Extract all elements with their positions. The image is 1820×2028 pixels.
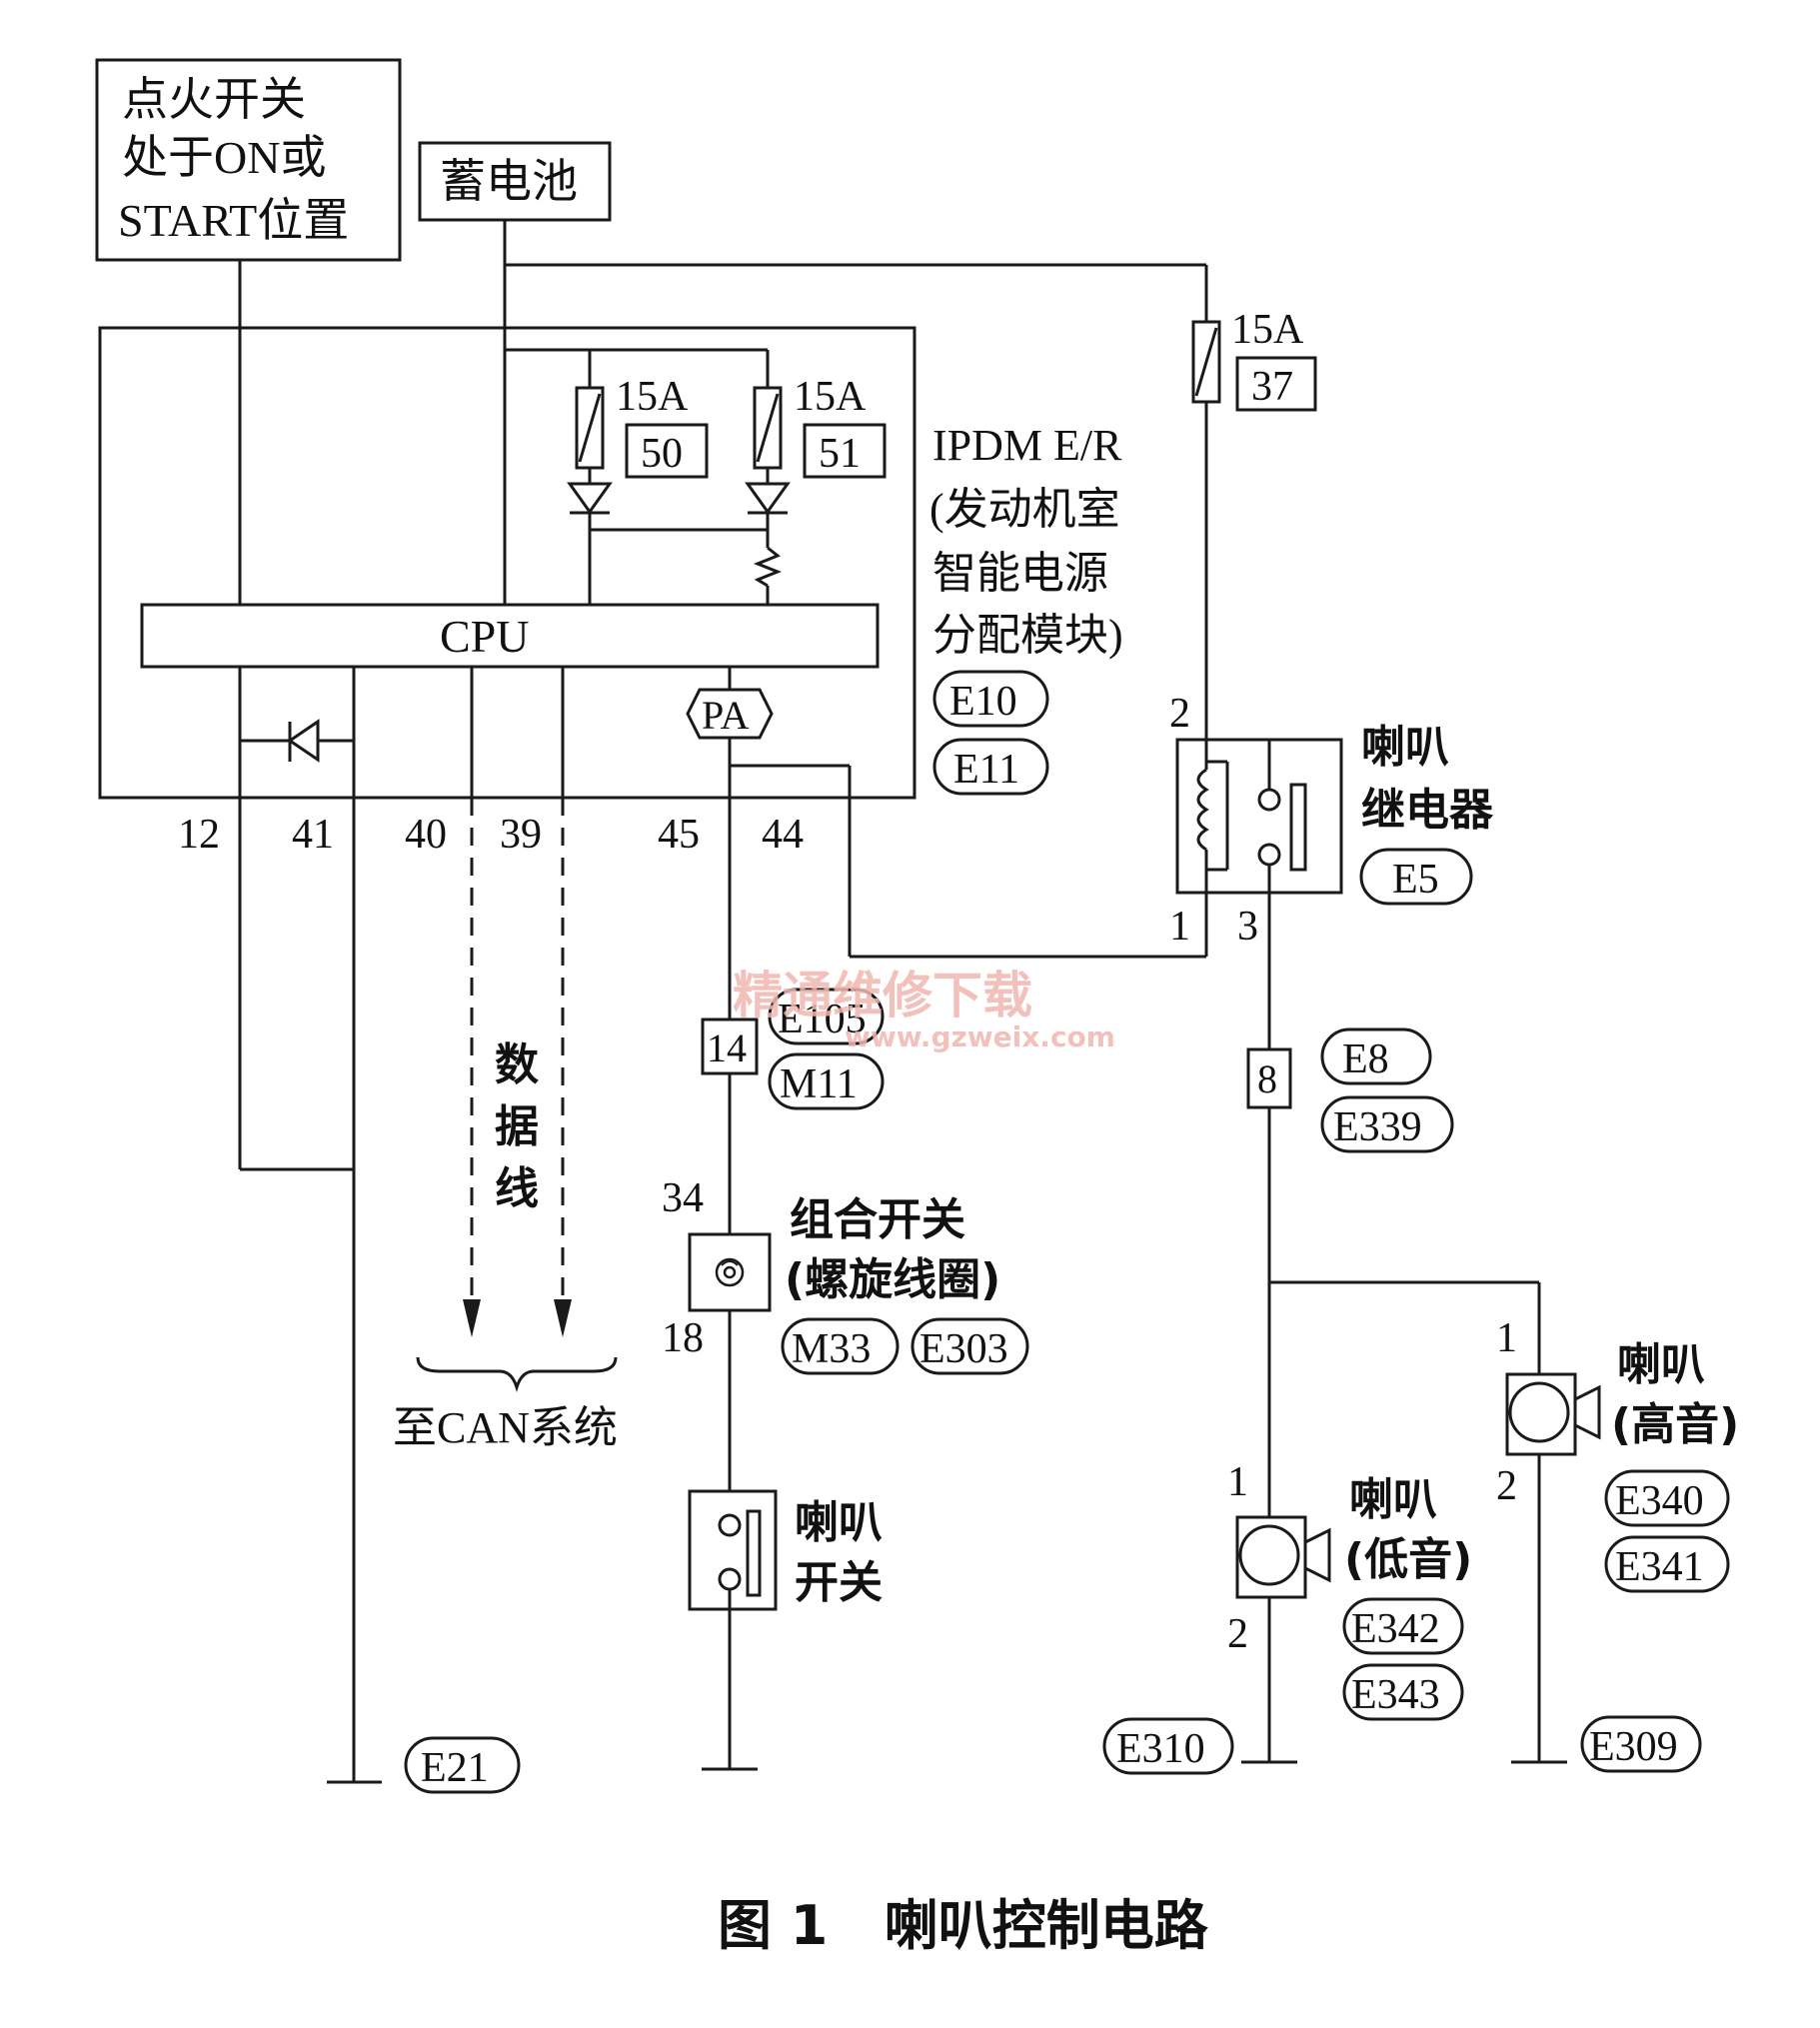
ground-e309-label: E309: [1589, 1724, 1678, 1770]
ipdm-conn-1: E10: [949, 679, 1017, 725]
figure-caption: 图 1 喇叭控制电路: [718, 1894, 1209, 1957]
horn-switch: 喇叭 开关: [688, 1489, 883, 1611]
ground-e310-label: E310: [1116, 1726, 1205, 1772]
ipdm-desc-1: (发动机室: [929, 485, 1120, 534]
horn-switch-label-1: 喇叭: [795, 1497, 883, 1548]
horn-high-label-1: 喇叭: [1617, 1339, 1705, 1390]
horn-relay: 喇叭 继电器 E5: [1175, 722, 1494, 906]
battery-label: 蓄电池: [440, 156, 578, 207]
fuse-51-number: 51: [819, 431, 861, 477]
watermark-cn: 精通维修下载: [733, 967, 1032, 1024]
watermark: 精通维修下载 www.gzweix.com: [733, 967, 1115, 1053]
relay-pin-2: 2: [1169, 691, 1190, 737]
ground-e309: E309: [1511, 1715, 1702, 1773]
pin-18: 18: [662, 1315, 704, 1361]
horn-high-conn-1: E340: [1615, 1478, 1704, 1524]
fuse-50-rating: 15A: [616, 374, 689, 420]
ipdm-label: IPDM E/R (发动机室 智能电源 分配模块) E10 E11: [929, 421, 1123, 796]
fuse-37-number: 37: [1251, 364, 1293, 410]
ipdm-desc-2: 智能电源: [932, 549, 1108, 598]
junction-14-number: 14: [707, 1025, 747, 1070]
cpu-label: CPU: [440, 611, 529, 662]
horn-switch-label-2: 开关: [795, 1557, 883, 1608]
combo-switch-conn-1: M33: [792, 1326, 871, 1372]
ipdm-conn-2: E11: [953, 747, 1019, 793]
data-line-char-1: 数: [495, 1039, 539, 1090]
ignition-label-line1: 点火开关: [122, 74, 306, 125]
relay-conn: E5: [1392, 857, 1439, 903]
horn-high: 喇叭 (高音) E340 E341: [1505, 1339, 1739, 1593]
can-data-lines: 数 据 线 至CAN系统: [393, 798, 618, 1452]
fuse-50-number: 50: [641, 431, 683, 477]
diode-right: [745, 482, 791, 515]
ipdm-desc-3: 分配模块): [932, 611, 1123, 660]
high-horn-pin-2: 2: [1496, 1463, 1517, 1509]
pin-34: 34: [662, 1175, 704, 1221]
ignition-label-line3: START位置: [118, 195, 349, 246]
pin-40: 40: [405, 812, 447, 858]
relay-title-1: 喇叭: [1361, 722, 1449, 773]
pin-41: 41: [292, 812, 334, 858]
relay-title-2: 继电器: [1361, 785, 1494, 836]
ipdm-module: 15A 50 15A 51: [98, 220, 916, 800]
combo-switch-conn-2: E303: [919, 1326, 1008, 1372]
low-horn-pin-2: 2: [1227, 1611, 1248, 1657]
horn-high-conn-2: E341: [1615, 1544, 1704, 1590]
horn-low: 喇叭 (低音) E342 E343: [1235, 1474, 1472, 1721]
high-horn-pin-1: 1: [1496, 1315, 1517, 1361]
ipdm-name: IPDM E/R: [932, 421, 1122, 470]
low-horn-pin-1: 1: [1227, 1459, 1248, 1505]
resistor: [753, 546, 783, 588]
fuse-37-rating: 15A: [1231, 307, 1304, 353]
ground-e21-label: E21: [421, 1745, 489, 1791]
combination-switch: 组合开关 (螺旋线圈) M33 E303: [688, 1194, 1029, 1375]
data-line-char-2: 据: [495, 1101, 539, 1152]
horn-high-label-2: (高音): [1611, 1399, 1739, 1450]
horn-low-conn-2: E343: [1351, 1672, 1440, 1718]
pin-45: 45: [658, 812, 700, 858]
junction-14: 14 E105 M11: [701, 988, 885, 1110]
horn-low-conn-1: E342: [1351, 1606, 1440, 1652]
can-system-label: 至CAN系统: [393, 1403, 618, 1452]
fuse-51-rating: 15A: [794, 374, 867, 420]
junction-14-conn-2: M11: [780, 1061, 858, 1107]
cpu-block: CPU: [140, 603, 880, 669]
pa-label: PA: [702, 693, 750, 738]
diode-left: [567, 482, 613, 515]
watermark-url: www.gzweix.com: [845, 1020, 1115, 1053]
internal-diode: [287, 719, 320, 763]
data-line-char-3: 线: [495, 1163, 539, 1214]
junction-8-conn-2: E339: [1333, 1104, 1422, 1150]
pin-12: 12: [178, 812, 220, 858]
junction-8: 8 E8 E339: [1246, 1027, 1454, 1153]
junction-14-conn-1: E105: [778, 997, 867, 1042]
horn-low-label-1: 喇叭: [1349, 1474, 1437, 1525]
relay-pin-3: 3: [1237, 904, 1258, 950]
horn-low-label-2: (低音): [1344, 1534, 1472, 1585]
combo-switch-label-2: (螺旋线圈): [785, 1254, 1000, 1305]
ignition-switch-box: 点火开关 处于ON或 START位置: [95, 58, 402, 262]
battery-box: 蓄电池: [418, 141, 612, 222]
ground-e21: E21: [327, 1736, 521, 1794]
ignition-label-line2: 处于ON或: [122, 132, 326, 183]
junction-8-conn-1: E8: [1342, 1036, 1389, 1082]
pa-output: PA: [686, 688, 774, 740]
junction-8-number: 8: [1257, 1056, 1277, 1101]
pin-44: 44: [762, 812, 804, 858]
fuse-50: 15A 50: [575, 374, 709, 479]
relay-pin-1: 1: [1169, 904, 1190, 950]
ground-e310: E310: [1102, 1717, 1297, 1775]
combo-switch-label-1: 组合开关: [790, 1194, 965, 1245]
fuse-37: 15A 37: [1191, 307, 1317, 412]
fuse-51: 15A 51: [753, 374, 887, 479]
pin-39: 39: [500, 812, 542, 858]
